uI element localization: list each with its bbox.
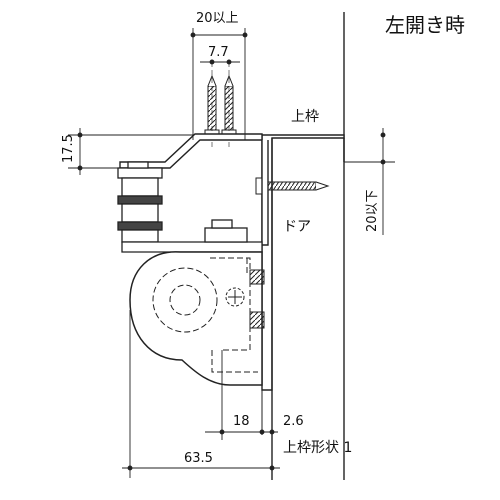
dim-bottom-small: 18 [233,414,250,429]
dim-top-span: 20以上 [196,11,239,26]
dim-bottom-gap: 2.6 [283,414,304,429]
dim-left-height: 17.5 [61,134,76,163]
upper-frame-label: 上枠 [291,109,319,125]
dim-screw-pitch: 7.7 [208,45,229,60]
dim-right-height: 20以下 [365,189,380,232]
hinge-arm [121,219,263,253]
side-screws [249,269,265,329]
door [261,134,345,480]
pivot-roller [117,161,163,243]
hidden-lines [152,257,258,373]
upper-frame-shape-label: 上枠形状 1 [283,440,352,456]
door-label: ドア [283,219,311,235]
adjust-screw-icon [225,287,245,307]
door-screw-icon [255,177,330,195]
hinge-body [129,251,263,386]
dimension-lines [68,28,395,478]
diagram-title: 左開き時 [385,13,465,37]
dim-bottom-total: 63.5 [184,451,213,466]
